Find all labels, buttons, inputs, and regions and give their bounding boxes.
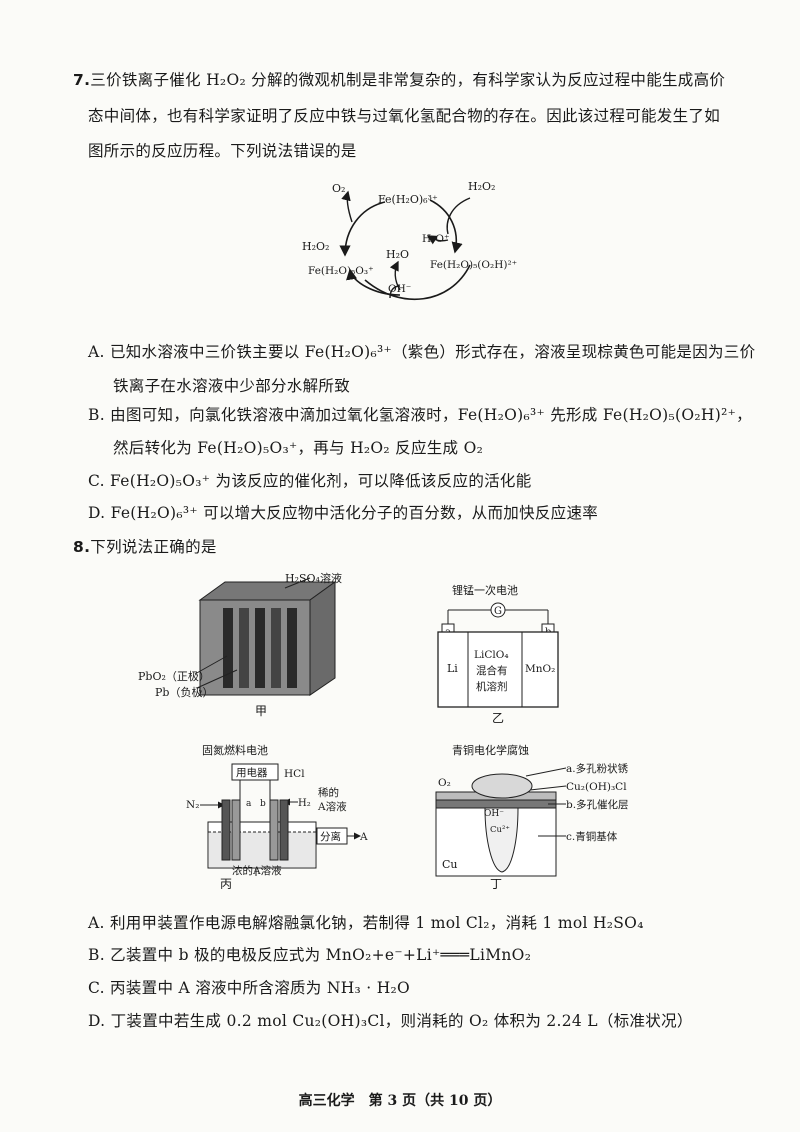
q8-number: 8.	[73, 538, 91, 556]
label-h2o2-left: H₂O₂	[302, 240, 329, 253]
label-fe-left: Fe(H₂O)₅O₃⁺	[308, 265, 374, 277]
bing-dilute1: 稀的	[318, 786, 339, 799]
cycle-arc-bottom-left	[346, 268, 401, 296]
figure-ding-bronze-corrosion: 青铜电化学腐蚀 O₂ OH⁻ Cu²⁺ Cu a.多孔粉状锈 Cu₂(OH)₃C…	[435, 743, 629, 890]
q8-option-c: C. 丙装置中 A 溶液中所含溶质为 NH₃ · H₂O	[88, 979, 411, 997]
q7-reaction-cycle-diagram: O₂ Fe(H₂O)₆³⁺ H₂O₂ H₃O⁺ H₂O₂ H₂O Fe(H₂O)…	[302, 180, 517, 301]
q8-option-a: A. 利用甲装置作电源电解熔融氯化钠，若制得 1 mol Cl₂，消耗 1 mo…	[88, 914, 644, 932]
q7-number: 7.	[73, 71, 91, 89]
cycle-arc-right-down	[429, 199, 463, 254]
figure-bing-nitrogen-fixing-fuel-cell: 固氮燃料电池 用电器 HCl N₂ a b H₂ 稀的 A溶液 分离 A 浓的A…	[186, 743, 368, 890]
ding-oh: OH⁻	[484, 809, 504, 819]
q7-option-a-line1: A. 已知水溶液中三价铁主要以 Fe(H₂O)₆³⁺（紫色）形式存在，溶液呈现棕…	[88, 343, 756, 361]
q7-stem-line3: 图所示的反应历程。下列说法错误的是	[88, 142, 357, 160]
bing-conc: 浓的A溶液	[232, 864, 282, 877]
jia-label-h2so4: H₂SO₄溶液	[285, 571, 342, 585]
label-o2: O₂	[332, 182, 345, 195]
q8-option-b: B. 乙装置中 b 极的电极反应式为 MnO₂+e⁻+Li⁺═══LiMnO₂	[88, 946, 532, 964]
yi-galvanometer: G	[494, 606, 502, 617]
page-footer: 高三化学 第 3 页（共 10 页）	[298, 1093, 502, 1109]
yi-mno2: MnO₂	[525, 663, 555, 675]
ding-label-b: b.多孔催化层	[566, 798, 629, 811]
cycle-arc-top-left	[339, 201, 386, 257]
label-fe-top: Fe(H₂O)₆³⁺	[378, 193, 438, 206]
cycle-arc-bottom	[364, 264, 471, 301]
bing-separate: 分离	[320, 830, 341, 843]
bing-dilute2: A溶液	[317, 800, 347, 813]
q7-stem-line2: 态中间体，也有科学家证明了反应中铁与过氧化氢配合物的存在。因此该过程可能发生了如	[88, 107, 721, 125]
bing-title: 固氮燃料电池	[202, 743, 268, 757]
bing-n2: N₂	[186, 799, 199, 811]
q7-stem-line1: 7.三价铁离子催化 H₂O₂ 分解的微观机制是非常复杂的，有科学家认为反应过程中…	[73, 71, 726, 89]
ding-cu2: Cu²⁺	[490, 825, 510, 835]
o2-release-arrow	[341, 190, 353, 223]
jia-caption: 甲	[255, 704, 267, 718]
bing-a: a	[246, 799, 252, 809]
q7-option-c: C. Fe(H₂O)₅O₃⁺ 为该反应的催化剂，可以降低该反应的活化能	[88, 472, 532, 490]
yi-mid3: 机溶剂	[476, 680, 508, 693]
bing-h2: H₂	[298, 798, 311, 809]
q8-option-d: D. 丁装置中若生成 0.2 mol Cu₂(OH)₃Cl，则消耗的 O₂ 体积…	[88, 1012, 693, 1030]
label-fe-right: Fe(H₂O)₅(O₂H)²⁺	[430, 259, 517, 271]
bing-hcl: HCl	[284, 768, 305, 780]
q7-option-d: D. Fe(H₂O)₆³⁺ 可以增大反应物中活化分子的百分数，从而加快反应速率	[88, 504, 599, 522]
yi-title: 锂锰一次电池	[452, 583, 518, 597]
q7-option-a-line2: 铁离子在水溶液中少部分水解所致	[113, 377, 351, 395]
q8-stem: 8.下列说法正确的是	[73, 538, 217, 556]
oh-in-arrow	[389, 285, 401, 299]
ding-cu: Cu	[442, 858, 458, 871]
label-h2o2-right: H₂O₂	[468, 180, 495, 193]
jia-label-pbo2: PbO₂（正极）	[138, 669, 210, 683]
ding-label-c: c.青铜基体	[566, 830, 618, 843]
bing-out-a: A	[359, 831, 368, 843]
q7-option-b-line1: B. 由图可知，向氯化铁溶液中滴加过氧化氢溶液时，Fe(H₂O)₆³⁺ 先形成 …	[88, 406, 752, 424]
ding-caption: 丁	[490, 877, 502, 890]
figure-yi-lithium-manganese-battery: 锂锰一次电池 G a b Li LiClO₄ 混合有 机溶剂 MnO₂ 乙	[437, 583, 559, 725]
yi-caption: 乙	[492, 711, 504, 725]
ding-o2: O₂	[438, 777, 451, 789]
bing-caption: 丙	[220, 877, 232, 890]
label-h3o: H₃O⁺	[422, 233, 450, 245]
q7-option-b-line2: 然后转化为 Fe(H₂O)₅O₃⁺，再与 H₂O₂ 反应生成 O₂	[113, 439, 484, 457]
ding-title: 青铜电化学腐蚀	[452, 743, 529, 757]
label-oh: OH⁻	[388, 283, 411, 295]
yi-mid1: LiClO₄	[474, 649, 509, 661]
label-h2o: H₂O	[386, 248, 409, 261]
h2o-out-arrow	[389, 260, 401, 291]
ding-label-a: a.多孔粉状锈	[566, 762, 629, 775]
yi-mid2: 混合有	[476, 664, 508, 677]
figure-jia-lead-acid-battery: H₂SO₄溶液 PbO₂（正极） Pb（负极） 甲	[138, 571, 342, 718]
bing-b: b	[260, 799, 266, 809]
yi-li: Li	[447, 662, 458, 675]
ding-label-cl: Cu₂(OH)₃Cl	[566, 781, 627, 793]
h3o-out-arrow	[426, 235, 449, 245]
h2o2-in-arrow	[446, 197, 471, 235]
jia-label-pb: Pb（负极）	[155, 685, 213, 699]
bing-device: 用电器	[236, 766, 268, 779]
